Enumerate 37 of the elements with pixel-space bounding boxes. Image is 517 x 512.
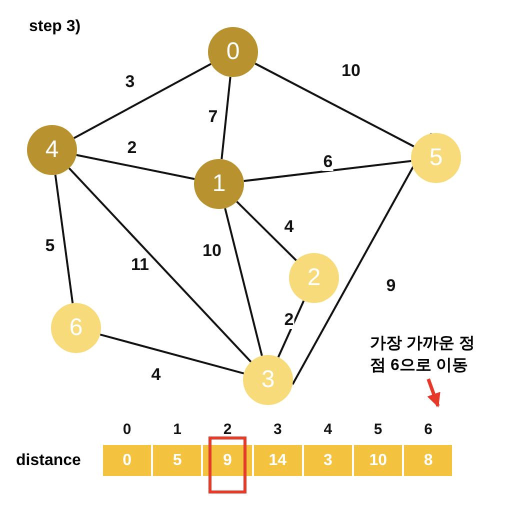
graph-edge	[100, 334, 244, 374]
row-label: distance	[16, 452, 81, 470]
distance-cell: 0	[103, 445, 152, 476]
distance-cell: 14	[254, 445, 302, 476]
index-label: 0	[122, 421, 132, 438]
graph-edge	[74, 63, 212, 139]
index-label: 5	[374, 421, 382, 438]
vertex-circle: 0	[208, 27, 258, 77]
graph-edge	[244, 160, 412, 182]
distance-cell: 10	[354, 445, 402, 476]
index-label: 4	[324, 421, 332, 438]
edge-label: 6	[322, 153, 334, 171]
index-label: 3	[274, 421, 282, 438]
distance-cell: 5	[153, 445, 202, 476]
vertex-circle: 4	[27, 125, 77, 175]
edge-label: 2	[283, 311, 295, 329]
index-label: 6	[424, 421, 432, 438]
graph-edge	[220, 76, 232, 160]
index-label: 2	[223, 421, 232, 438]
arrow	[426, 378, 440, 408]
distance-cell: 8	[404, 445, 452, 476]
graph-edge	[277, 300, 305, 358]
vertex-circle: 2	[289, 253, 339, 303]
graph-edge	[54, 174, 74, 304]
vertex-circle: 3	[243, 355, 293, 405]
vertex-circle: 6	[51, 303, 101, 353]
graph-edge	[224, 208, 263, 356]
title: step 3)	[29, 18, 81, 36]
graph-edge	[68, 168, 252, 362]
distance-cell: 3	[304, 445, 352, 476]
vertex-circle: 5	[411, 133, 461, 183]
note-text: 가장 가까운 정점 6으로 이동	[370, 333, 486, 377]
graph-edge	[236, 200, 297, 262]
vertex-circle: 1	[194, 159, 244, 209]
graph-edge	[254, 62, 414, 148]
index-label: 1	[173, 421, 182, 438]
graph-edge	[76, 154, 195, 180]
